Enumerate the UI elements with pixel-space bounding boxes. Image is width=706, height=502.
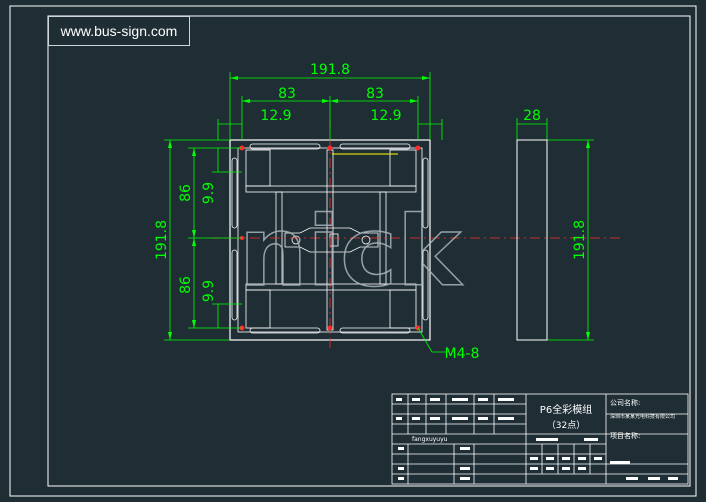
dim-lower-offset: 9.9 [201,280,217,302]
dim-upper-half: 86 [178,184,194,202]
dim-height-left: 191.8 [154,220,170,260]
dim-offset-right: 12.9 [370,108,401,124]
drawing-id: fangxuyuyu [412,436,448,443]
hole-callout: M4-8 [445,346,480,362]
project-label: 项目名称: [610,431,640,440]
dim-half-right: 83 [366,86,384,102]
dim-half-left: 83 [278,86,296,102]
company-value: 深圳市某某光电科技有限公司 [610,413,675,420]
dim-height-right: 191.8 [572,220,588,260]
website-label: www.bus-sign.com [48,16,190,46]
dim-upper-offset: 9.9 [201,182,217,204]
outer-border [9,5,697,497]
product-name: P6全彩模组 [540,403,592,416]
title-block [391,393,689,485]
dim-offset-left: 12.9 [260,108,291,124]
product-spec: （32点） [547,420,585,431]
dim-lower-half: 86 [178,276,194,294]
side-view [516,139,548,341]
dim-overall-width: 191.8 [310,62,350,78]
dim-depth: 28 [523,108,541,124]
company-label: 公司名称: [610,398,640,407]
watermark-nick: nick [239,196,463,308]
inner-border [47,15,691,487]
centerlines [210,118,620,348]
